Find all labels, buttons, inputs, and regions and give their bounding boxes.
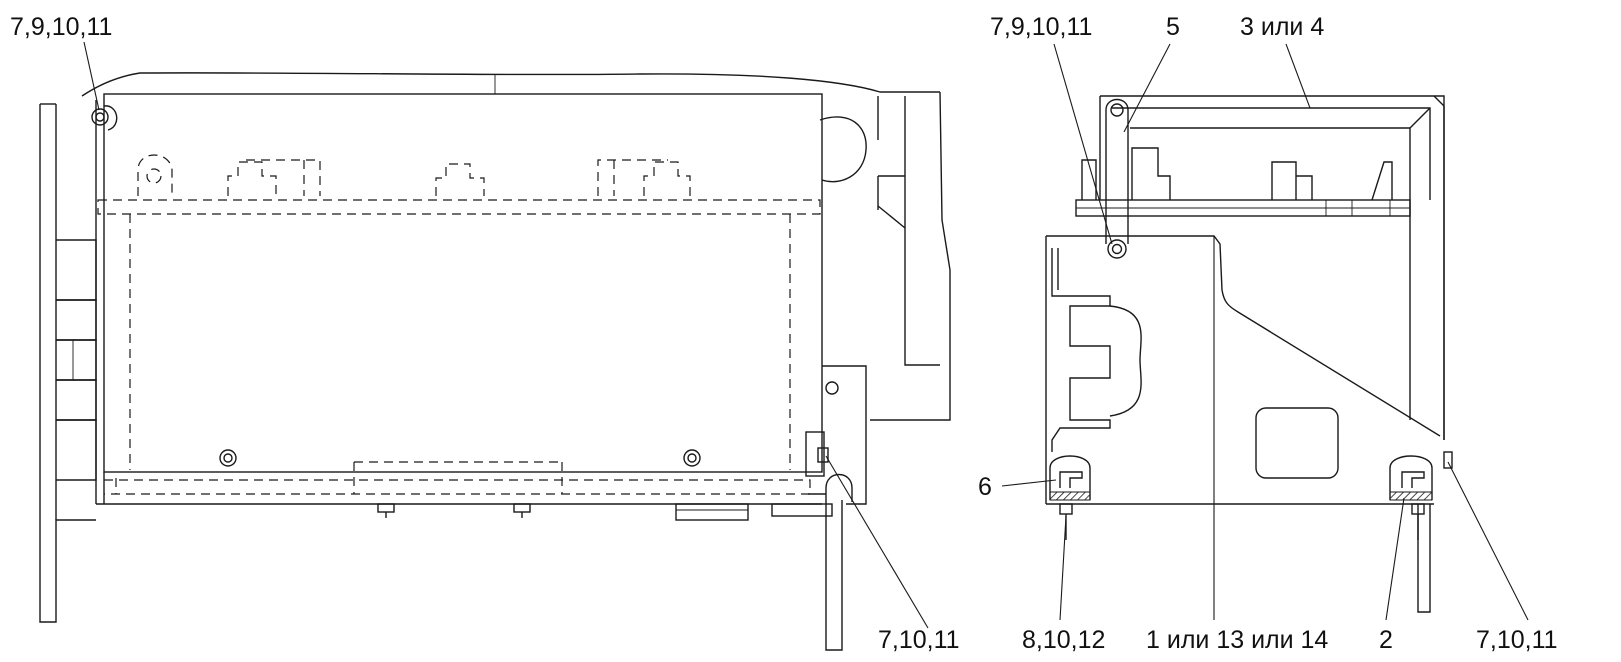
callout-right-mid: 6 — [978, 473, 992, 501]
callout-right-bottom-c: 2 — [1379, 626, 1393, 654]
cell-profile — [1051, 248, 1142, 452]
side-view — [39, 41, 951, 651]
support-bracket — [1045, 235, 1441, 505]
callout-right-bottom-b: 1 или 13 или 14 — [1146, 626, 1329, 654]
leader-right-bottom-d — [1447, 461, 1529, 621]
leader-right-bottom-c — [1385, 497, 1405, 621]
battery-box-side — [95, 93, 823, 505]
bolt-inner-right — [683, 449, 701, 467]
leader-right-top-c — [1285, 43, 1311, 109]
frame-contour-left — [39, 103, 97, 623]
callout-right-top-b: 5 — [1166, 13, 1180, 41]
top-plate — [1075, 147, 1411, 217]
support-rod — [1417, 504, 1431, 613]
terminal-blocks-side — [137, 154, 691, 196]
callout-right-bottom-a: 8,10,12 — [1022, 626, 1106, 654]
bolt-inner-left — [219, 449, 237, 467]
callout-right-top-c: 3 или 4 — [1240, 13, 1325, 41]
cover — [1099, 95, 1445, 440]
leader-left-bottom — [825, 455, 929, 629]
end-view — [1001, 43, 1529, 621]
callout-right-bottom-d: 7,10,11 — [1476, 626, 1558, 654]
callout-left-top: 7,9,10,11 — [10, 13, 113, 41]
bottom-nuts — [377, 503, 531, 518]
bolt-top-left — [91, 105, 118, 131]
bottom-plate — [675, 503, 833, 521]
leader-left-top — [83, 41, 100, 111]
callout-left-bottom: 7,10,11 — [878, 626, 960, 654]
callout-right-top-a: 7,9,10,11 — [990, 13, 1093, 41]
hinge-bracket — [805, 365, 867, 651]
leader-right-bottom-a — [1059, 515, 1067, 621]
leader-right-mid — [1001, 479, 1057, 487]
channel-rail-left — [1049, 455, 1091, 540]
leader-right-top-a — [1053, 43, 1113, 245]
machine-body — [81, 72, 951, 421]
lever-arm — [1105, 98, 1129, 244]
leader-right-top-b — [1123, 43, 1171, 133]
